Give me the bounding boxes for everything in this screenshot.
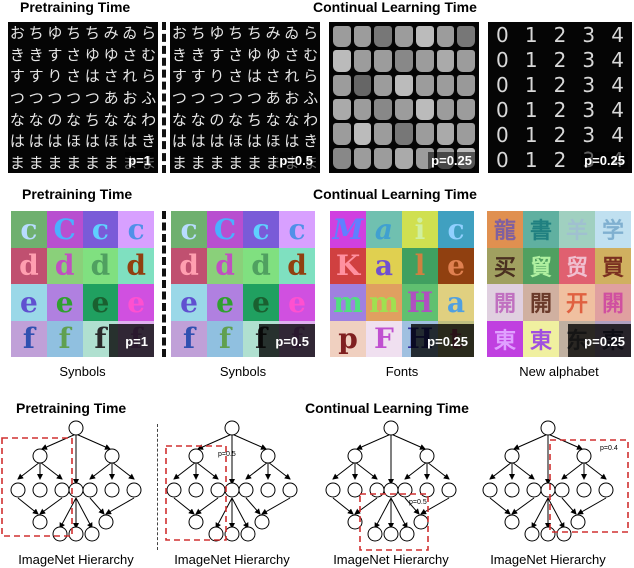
caption-synbols-1: Synbols — [59, 364, 106, 379]
separator-dashed-line — [162, 22, 166, 173]
subtree-box — [165, 445, 227, 541]
subtree-box — [359, 493, 429, 551]
hierarchy-trees-svg: p=0.5 p=0.5 p=0.4 — [1, 418, 629, 551]
caption-fonts: Fonts — [385, 364, 419, 379]
row3-pretraining-header: Pretraining Time — [16, 400, 127, 416]
tree-4 — [483, 421, 613, 541]
subtree-box — [1, 437, 73, 537]
p-label: p=0.25 — [568, 324, 631, 357]
tree-2 — [167, 421, 297, 541]
row2-synbols-panel-2: c C c c d d d d e e e e f f f f p=0.5 — [171, 211, 315, 357]
row1-continual-header: Continual Learning Time — [313, 0, 477, 15]
row1-fashion-panel: p=0.25 — [329, 22, 479, 173]
p-label: p=0.25 — [581, 152, 628, 169]
caption-new-alphabet: New alphabet — [519, 364, 599, 379]
row2-synbols-panel-1: c C c c d d d d e e e e f f f f p=1 — [11, 211, 154, 357]
caption-imagenet-1: ImageNet Hierarchy — [18, 552, 134, 567]
row2-fonts-panel: M a i c K a l e m m H a p F H t p=0.25 — [330, 211, 474, 357]
p-label: p=0.5 — [276, 152, 316, 169]
caption-synbols-2: Synbols — [219, 364, 267, 379]
caption-imagenet-4: ImageNet Hierarchy — [490, 552, 606, 567]
fashion-item-grid — [329, 22, 479, 173]
tree-3 — [326, 421, 456, 541]
separator-dashed-line — [162, 211, 166, 357]
subtree-box-label: p=0.5 — [409, 499, 427, 506]
kana-glyph-grid: おちゆちちみゐら ききすさゆゆさむ すすりさはされら つつつつつあおふ ななのな… — [171, 24, 319, 172]
p-label: p=0.25 — [428, 152, 475, 169]
p-label: p=0.5 — [259, 324, 315, 357]
row1-pretraining-header: Pretraining Time — [20, 0, 131, 15]
separator-dashed-line — [157, 424, 158, 550]
row2-continual-header: Continual Learning Time — [313, 186, 477, 202]
kana-glyph-grid: おちゆちちみゐら ききすさゆゆさむ すすりさはされら つつつつつあおふ ななのな… — [9, 24, 157, 172]
subtree-box-label: p=0.4 — [600, 445, 618, 452]
row3-continual-header: Continual Learning Time — [305, 400, 469, 416]
subtree-box — [549, 439, 629, 533]
subtree-box-label: p=0.5 — [218, 451, 236, 458]
p-label: p=1 — [109, 324, 154, 357]
tree-1 — [11, 421, 141, 541]
row1-kana-panel-2: おちゆちちみゐら ききすさゆゆさむ すすりさはされら つつつつつあおふ ななのな… — [170, 22, 320, 173]
p-label: p=1 — [125, 152, 154, 169]
row1-kana-panel-1: おちゆちちみゐら ききすさゆゆさむ すすりさはされら つつつつつあおふ ななのな… — [8, 22, 158, 173]
caption-imagenet-2: ImageNet Hierarchy — [174, 552, 290, 567]
row2-pretraining-header: Pretraining Time — [22, 186, 133, 202]
caption-imagenet-3: ImageNet Hierarchy — [333, 552, 449, 567]
row2-new-alphabet-panel: 龍 書 羊 学 买 貿 贸 買 開 開 开 閞 東 東 东 東 p=0.25 — [487, 211, 631, 357]
p-label: p=0.25 — [411, 324, 474, 357]
